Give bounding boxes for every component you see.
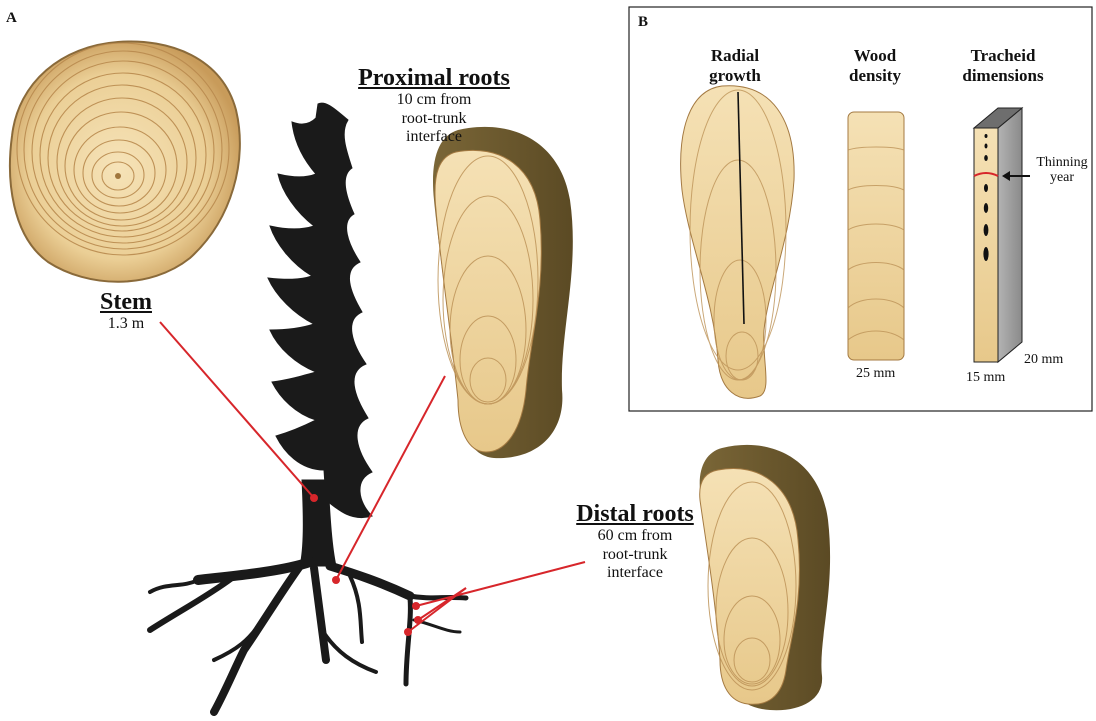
proximal-label: Proximal roots 10 cm from root-trunk int… (344, 66, 524, 146)
radial-heading-line-2: growth (690, 66, 780, 86)
thinning-year-label: Thinning year (1030, 156, 1094, 185)
prism-width-dimension: 15 mm (966, 370, 1005, 386)
radial-growth-heading: Radial growth (690, 46, 780, 87)
proximal-sub-2: root-trunk (344, 110, 524, 128)
distal-sub-1: 60 cm from (560, 527, 710, 545)
wood-density-strip (848, 112, 904, 360)
distal-sample-marker-1 (412, 602, 420, 610)
density-heading-line-1: Wood (830, 46, 920, 66)
wood-density-heading: Wood density (830, 46, 920, 87)
proximal-title: Proximal roots (344, 66, 524, 91)
thinning-line-1: Thinning (1030, 156, 1094, 171)
tracheid-prism (974, 108, 1030, 362)
tracheid-heading: Tracheid dimensions (948, 46, 1058, 87)
proximal-sample-marker (332, 576, 340, 584)
distal-sample-marker-2 (414, 616, 422, 624)
density-heading-line-2: density (830, 66, 920, 86)
stem-title: Stem (96, 290, 156, 315)
density-dimension: 25 mm (856, 366, 895, 382)
radial-heading-line-1: Radial (690, 46, 780, 66)
stem-cross-section (10, 42, 240, 282)
panel-a-letter: A (6, 10, 17, 27)
distal-root-section (700, 445, 830, 710)
proximal-sub-1: 10 cm from (344, 91, 524, 109)
distal-label: Distal roots 60 cm from root-trunk inter… (560, 502, 710, 582)
tracheid-heading-line-1: Tracheid (948, 46, 1058, 66)
distal-sub-3: interface (560, 564, 710, 582)
panel-b-letter: B (638, 14, 648, 31)
stem-sample-marker (310, 494, 318, 502)
distal-sample-marker-3 (404, 628, 412, 636)
stem-label: Stem 1.3 m (96, 290, 156, 334)
proximal-root-section (433, 127, 573, 458)
stem-subtitle: 1.3 m (96, 315, 156, 333)
tracheid-heading-line-2: dimensions (948, 66, 1058, 86)
thinning-line-2: year (1030, 171, 1094, 186)
prism-depth-dimension: 20 mm (1024, 352, 1063, 368)
proximal-sub-3: interface (344, 128, 524, 146)
distal-sub-2: root-trunk (560, 546, 710, 564)
distal-title: Distal roots (560, 502, 710, 527)
